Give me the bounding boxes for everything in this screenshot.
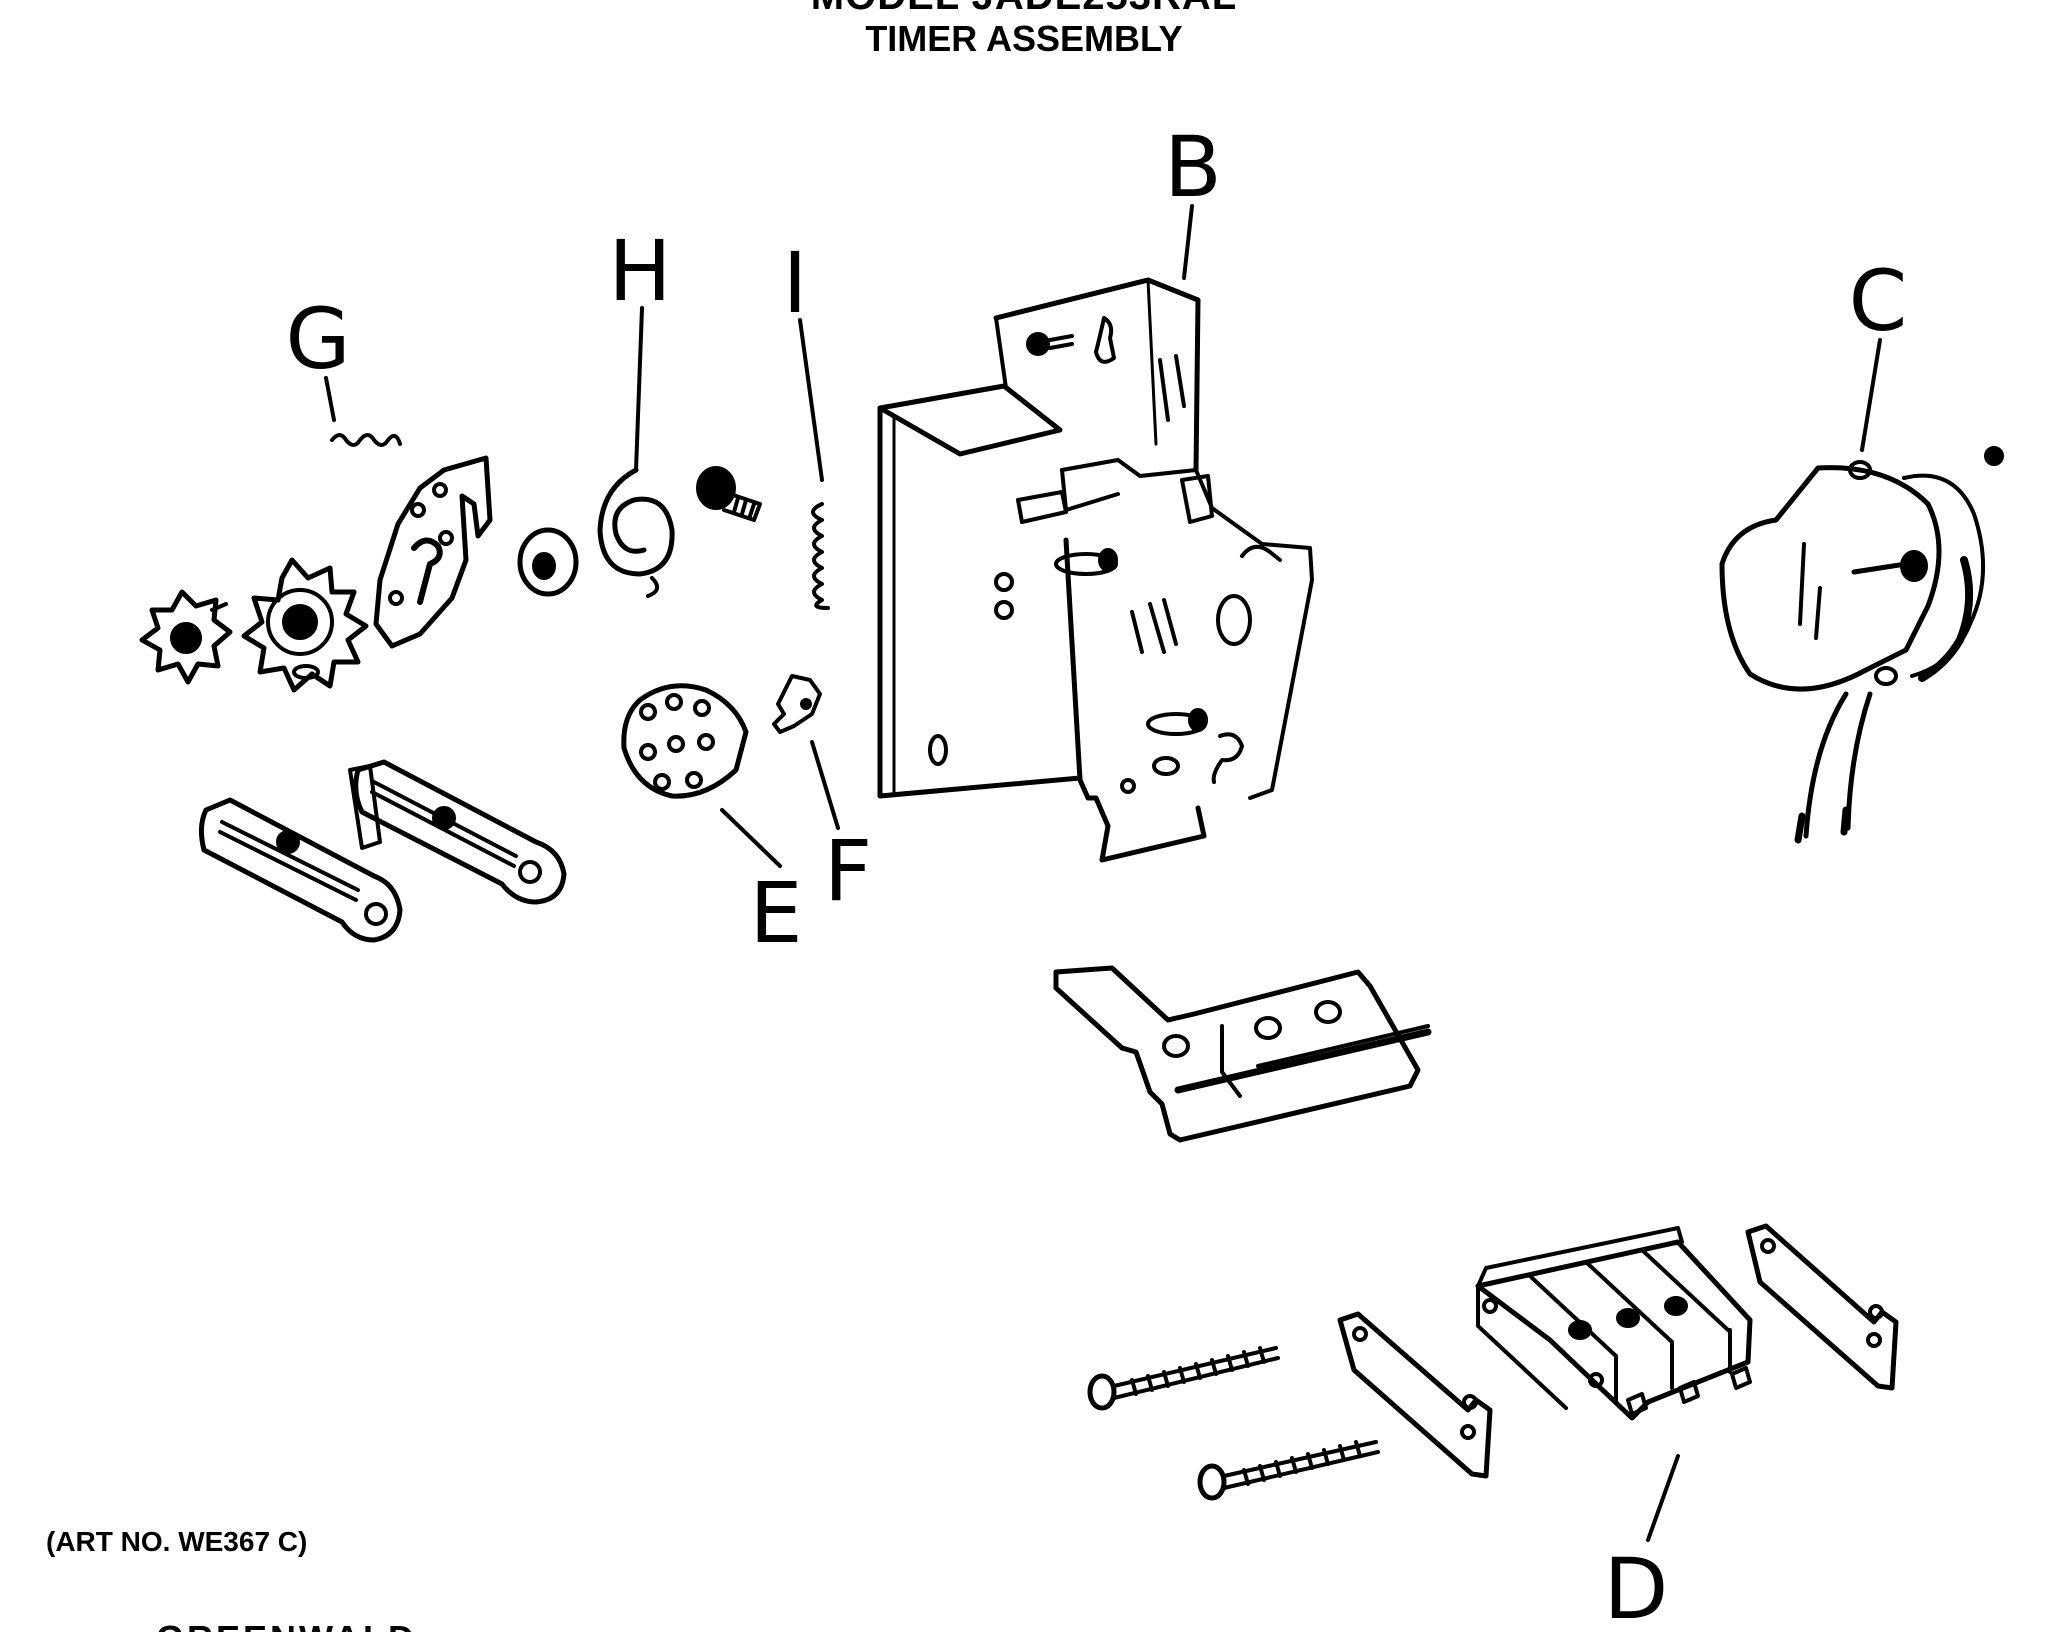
small-gear [139, 589, 233, 685]
leader-line-b [1182, 204, 1194, 280]
cam-lever-plate [373, 455, 493, 649]
footer-region: GREENWALD [0, 1618, 2048, 1632]
leader-line-h [634, 306, 644, 472]
model-title-region: MODEL JADE253RAL [0, 0, 2048, 20]
slide-lever-right [348, 759, 567, 905]
callout-f: F [824, 822, 872, 920]
slide-lever-left [198, 797, 403, 943]
leader-line-c [1860, 338, 1882, 452]
leader-line-d [1646, 1454, 1680, 1542]
art-number: (ART NO. WE367 C) [46, 1526, 308, 1557]
leader-line-g [324, 376, 336, 422]
callout-h: H [608, 222, 671, 320]
microswitch-block [1475, 1226, 1753, 1421]
leader-line-e [720, 808, 782, 868]
spring-part-g [330, 433, 402, 447]
long-screw-lower [1197, 1440, 1380, 1501]
timer-motor-part-c [1719, 446, 2004, 844]
callout-d: D [1604, 1540, 1669, 1632]
large-gear [241, 557, 369, 693]
leader-line-f [810, 740, 840, 830]
callout-e: E [749, 864, 802, 962]
clip-part-f [772, 674, 822, 734]
coil-spring-part-i [811, 502, 830, 610]
leader-line-i [798, 318, 824, 482]
timer-frame-bracket-part-b [877, 277, 1314, 863]
callout-g: G [285, 290, 350, 388]
long-screw-upper [1087, 1346, 1280, 1411]
mounting-plate-right [1745, 1223, 1899, 1391]
shoulder-screw [696, 466, 762, 522]
footer-text: GREENWALD [156, 1618, 417, 1632]
callout-c: C [1849, 252, 1908, 350]
callout-b: B [1164, 118, 1222, 216]
torsion-spring-part-h [597, 467, 675, 598]
switch-actuator-bar [1053, 965, 1432, 1143]
mounting-plate-left [1337, 1311, 1493, 1479]
diagram-subtitle: TIMER ASSEMBLY [865, 18, 1183, 59]
washer [517, 527, 579, 597]
callout-i: I [783, 234, 808, 332]
model-title: MODEL JADE253RAL [0, 0, 2048, 19]
cam-wheel-part-e [621, 683, 749, 799]
